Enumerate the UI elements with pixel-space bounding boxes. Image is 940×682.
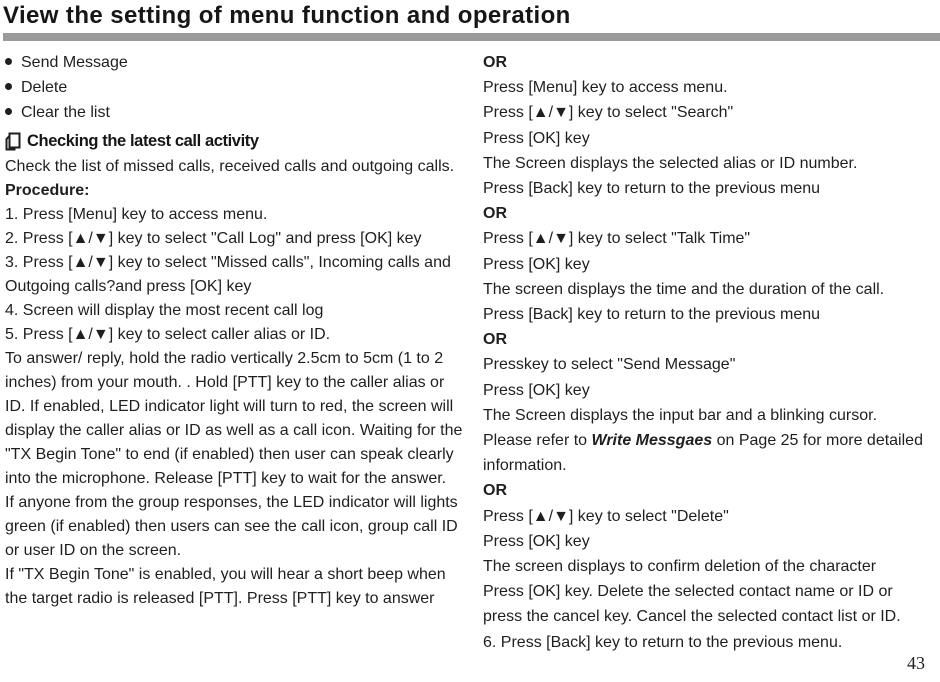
instruction-line: The Screen displays the selected alias o… — [483, 154, 858, 172]
content-columns: Send Message Delete Clear the list Check… — [0, 41, 940, 655]
procedure-step: 2. Press [▲/▼] key to select "Call Log" … — [5, 230, 422, 247]
page-title: View the setting of menu function and op… — [3, 2, 571, 29]
instruction-line: Press [▲/▼] key to select "Search" — [483, 104, 734, 122]
instruction-line: The screen displays to confirm deletion … — [483, 558, 877, 576]
reference-paragraph: Please refer to Write Messgaes on Page 2… — [483, 428, 932, 478]
instruction-line: Press [OK] key. Delete the selected cont… — [483, 583, 901, 626]
instruction-line: Press [▲/▼] key to select "Delete" — [483, 507, 729, 525]
list-item-label: Clear the list — [21, 104, 110, 121]
or-label: OR — [483, 54, 507, 71]
procedure-step: 3. Press [▲/▼] key to select "Missed cal… — [5, 254, 451, 295]
or-label: OR — [483, 482, 507, 500]
body-paragraph: To answer/ reply, hold the radio vertica… — [5, 350, 463, 487]
instruction-line: Press [OK] key — [483, 129, 590, 147]
right-column: OR Press [Menu] key to access menu. Pres… — [471, 50, 932, 655]
instruction-line: Press [OK] key — [483, 532, 590, 550]
procedure-step: 1. Press [Menu] key to access menu. — [5, 206, 268, 223]
procedure-step: 4. Screen will display the most recent c… — [5, 302, 324, 319]
procedure-step: 5. Press [▲/▼] key to select caller alia… — [5, 326, 331, 343]
page-number: 43 — [907, 653, 925, 673]
or-label: OR — [483, 331, 507, 349]
instruction-line: The Screen displays the input bar and a … — [483, 406, 878, 424]
section-heading-label: Checking the latest call activity — [27, 132, 259, 150]
section-heading: Checking the latest call activity — [5, 129, 465, 154]
instruction-line: Press [OK] key — [483, 381, 590, 399]
page-header: View the setting of menu function and op… — [0, 0, 940, 41]
intro-paragraph: Check the list of missed calls, received… — [5, 158, 455, 175]
list-item-label: Delete — [21, 79, 68, 96]
bullet-icon — [5, 58, 12, 65]
bullet-icon — [5, 108, 12, 115]
bullet-list: Send Message Delete Clear the list — [5, 50, 465, 125]
or-label: OR — [483, 205, 507, 223]
instruction-line: Press [Back] key to return to the previo… — [483, 180, 821, 198]
bullet-icon — [5, 83, 12, 90]
list-item-label: Send Message — [21, 54, 128, 71]
title-rule — [3, 33, 940, 41]
procedure-label: Procedure: — [5, 182, 90, 199]
instruction-line: Press [Back] key to return to the previo… — [483, 306, 821, 324]
instruction-line: Press [OK] key — [483, 255, 590, 273]
reference-emphasis: Write Messgaes — [591, 432, 713, 450]
instruction-line: The screen displays the time and the dur… — [483, 280, 885, 298]
instruction-line: Presskey to select "Send Message" — [483, 356, 736, 374]
list-item: Clear the list — [5, 100, 465, 125]
reference-prefix: Please refer to — [483, 432, 592, 450]
list-item: Send Message — [5, 50, 465, 75]
reference-suffix: on Page 25 for more detailed information… — [483, 432, 923, 475]
body-paragraph: If "TX Begin Tone" is enabled, you will … — [5, 566, 446, 607]
document-pages-icon — [5, 132, 21, 151]
instruction-line: 6. Press [Back] key to return to the pre… — [483, 633, 843, 651]
body-paragraph: If anyone from the group responses, the … — [5, 494, 458, 559]
list-item: Delete — [5, 75, 465, 100]
instruction-line: Press [Menu] key to access menu. — [483, 79, 728, 97]
instruction-line: Press [▲/▼] key to select "Talk Time" — [483, 230, 751, 248]
left-column: Send Message Delete Clear the list Check… — [5, 50, 471, 655]
